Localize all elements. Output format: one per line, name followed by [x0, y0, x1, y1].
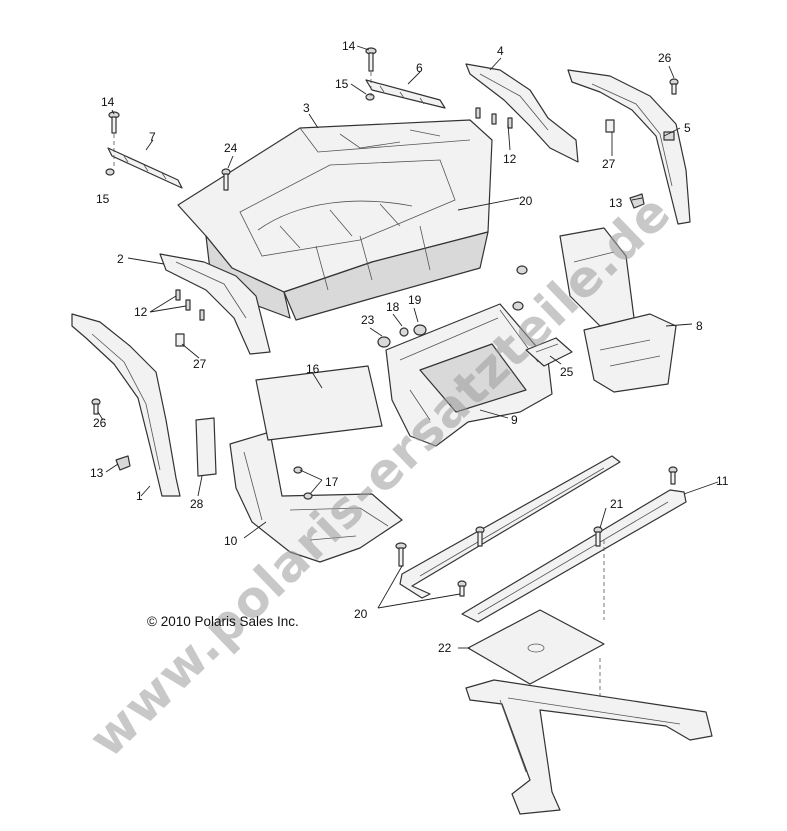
callout-27-right: 27	[602, 157, 616, 171]
cover-part-25	[525, 337, 573, 367]
callout-25: 25	[560, 365, 574, 379]
callout-13-right: 13	[609, 196, 623, 210]
callout-9: 9	[511, 413, 518, 427]
assembly-lines	[113, 72, 605, 700]
cargo-box-part	[177, 119, 493, 321]
fender-part-1	[71, 313, 181, 497]
callout-7: 7	[149, 130, 156, 144]
callout-5: 5	[684, 121, 691, 135]
callout-17: 17	[325, 475, 339, 489]
rail-part-11	[399, 455, 687, 623]
callout-12-left: 12	[134, 305, 148, 319]
label-part-16	[255, 365, 383, 441]
callout-11: 11	[716, 474, 729, 488]
callout-2: 2	[117, 252, 124, 266]
storage-box-part-10	[229, 431, 403, 563]
fastener-parts	[91, 47, 679, 597]
callout-22: 22	[438, 641, 452, 655]
callout-3: 3	[303, 101, 310, 115]
callout-26-left: 26	[93, 416, 107, 430]
callout-15-top: 15	[335, 77, 349, 91]
callout-8: 8	[696, 319, 703, 333]
callout-26-right: 26	[658, 51, 672, 65]
side-panel-part-2	[159, 253, 271, 355]
callout-21: 21	[610, 497, 624, 511]
callout-4: 4	[497, 44, 504, 58]
callout-14-left: 14	[101, 95, 115, 109]
callout-6: 6	[416, 61, 423, 75]
callout-20-bottom: 20	[354, 607, 368, 621]
callout-14-top: 14	[342, 39, 356, 53]
seat-base-part	[385, 303, 553, 447]
callout-20-top: 20	[519, 194, 533, 208]
callout-18: 18	[386, 300, 400, 314]
callout-10: 10	[224, 534, 238, 548]
callout-24: 24	[224, 141, 238, 155]
callout-23: 23	[361, 313, 375, 327]
side-panel-part-4	[465, 63, 579, 163]
callout-12-right: 12	[503, 152, 517, 166]
callout-28: 28	[190, 497, 204, 511]
callout-16: 16	[306, 362, 320, 376]
callout-13-left: 13	[90, 466, 104, 480]
callout-19: 19	[408, 293, 422, 307]
frame-bracket-part	[465, 679, 713, 815]
storage-box-part-8	[559, 227, 677, 393]
callout-27-left: 27	[193, 357, 207, 371]
leader-lines	[97, 45, 719, 649]
copyright-notice: © 2010 Polaris Sales Inc.	[147, 614, 299, 629]
label-part-28	[195, 417, 217, 477]
callout-1: 1	[136, 489, 143, 503]
plate-part-22	[467, 609, 605, 685]
bracket-part-7	[107, 147, 183, 189]
callout-labels: 14 6 4 26 5 15 3 14 7 24 12 27 15 13 20 …	[90, 39, 729, 655]
bracket-part-6	[365, 79, 446, 109]
callout-15-left: 15	[96, 192, 110, 206]
